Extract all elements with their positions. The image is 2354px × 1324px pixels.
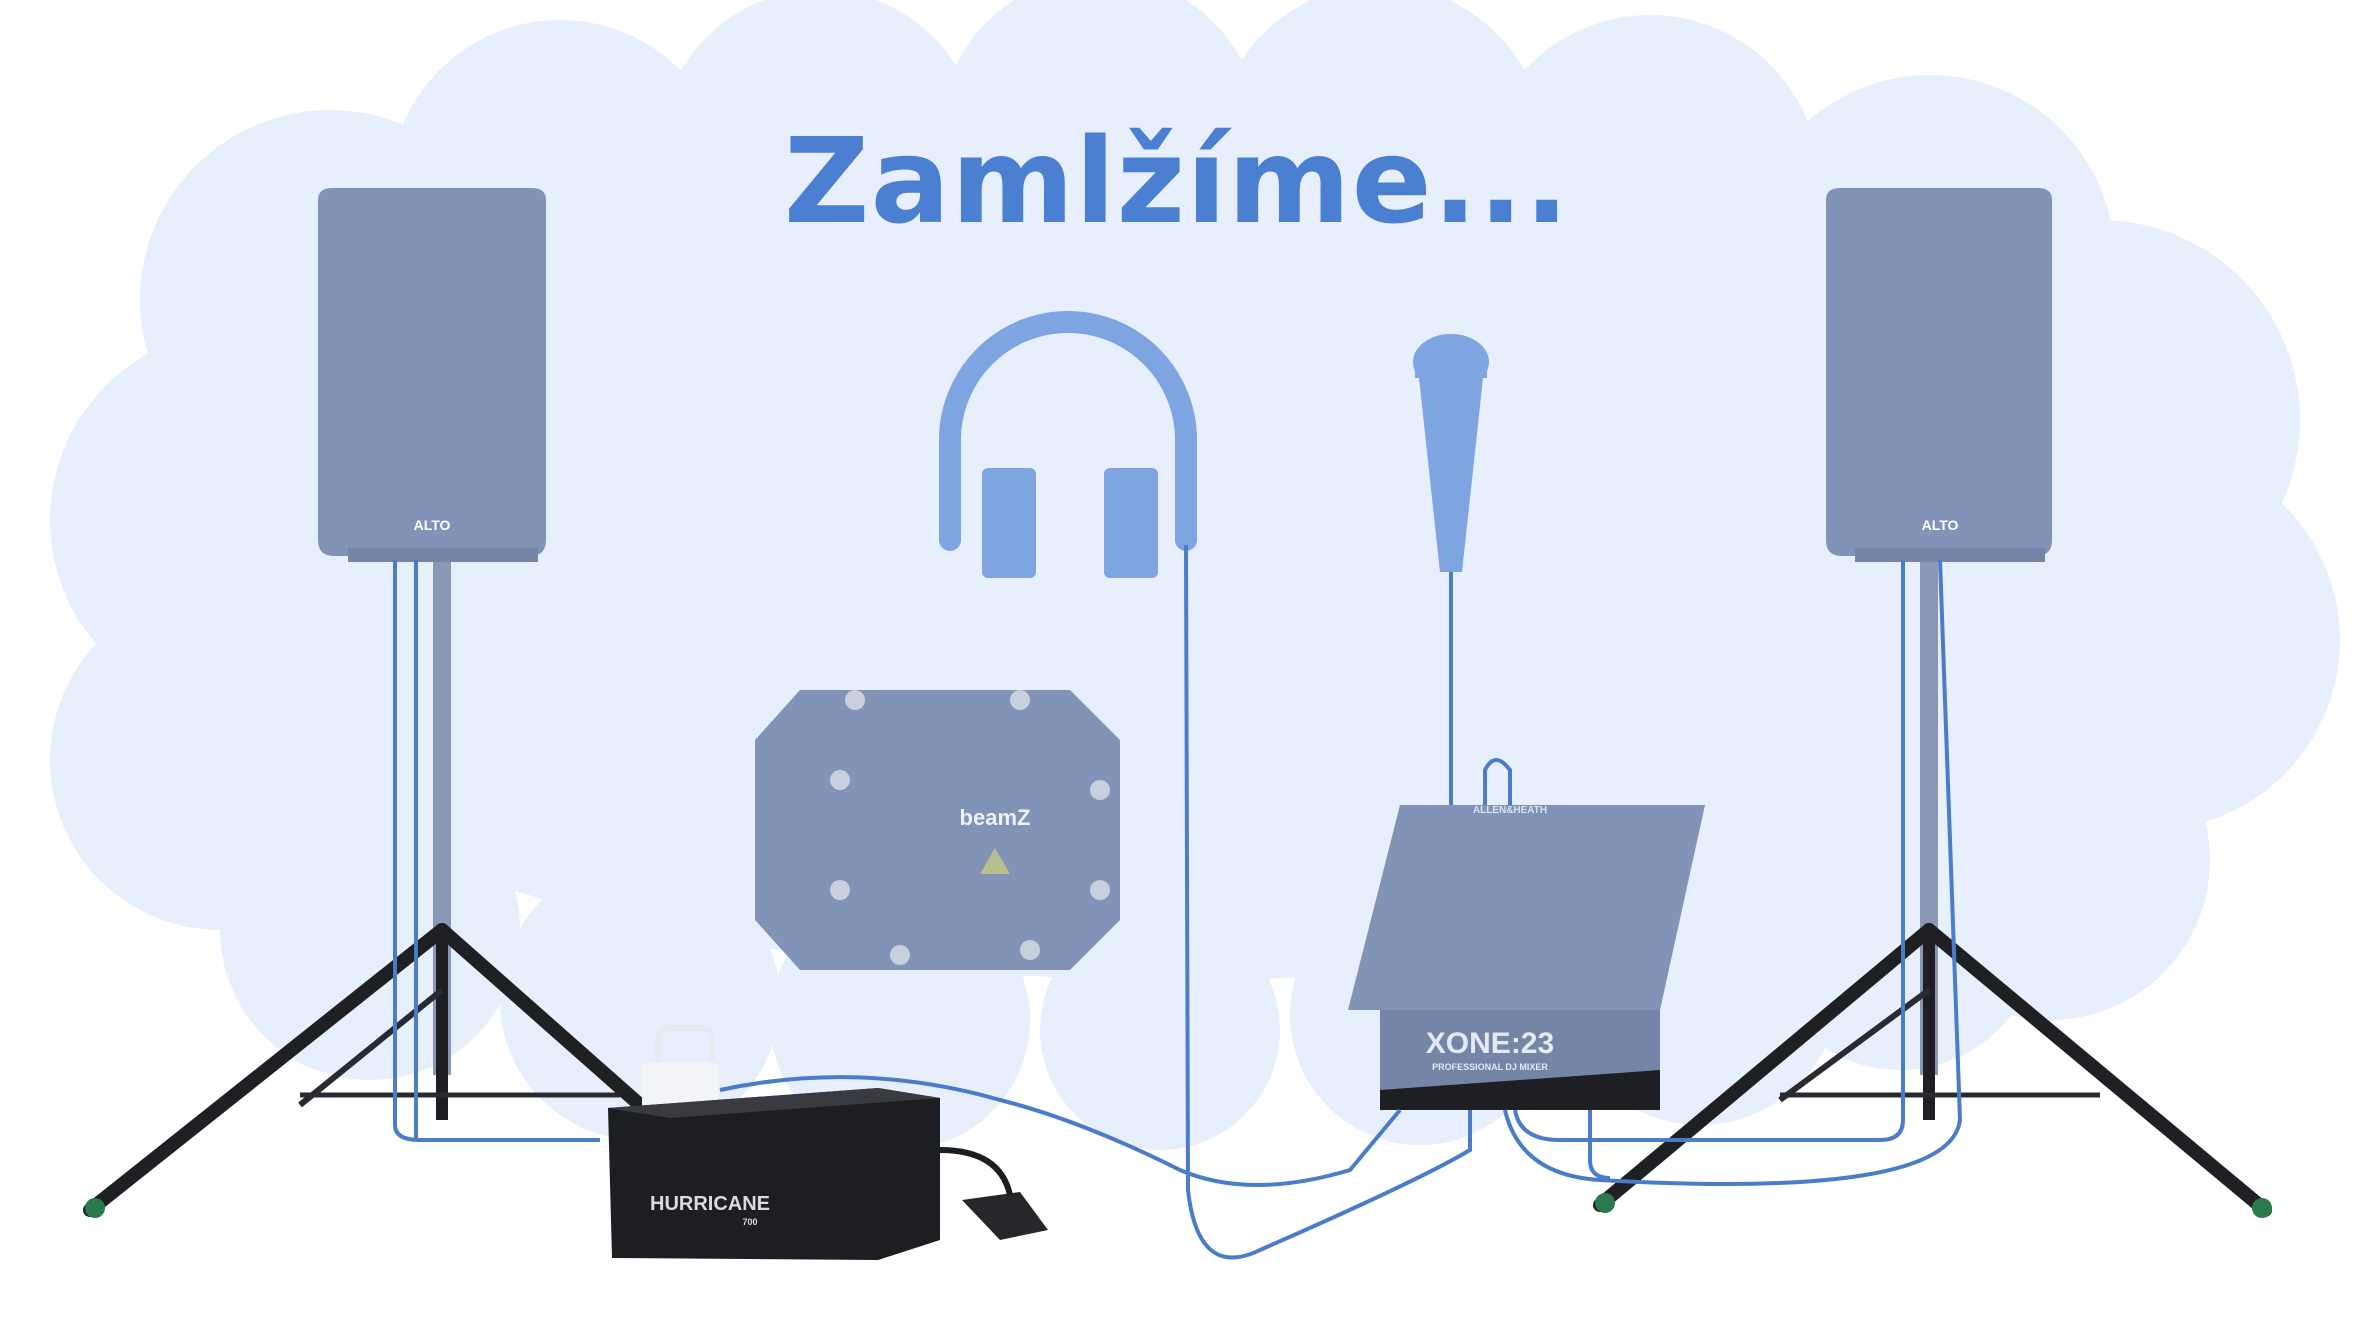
right-speaker: ALTO (1826, 188, 2052, 562)
audio-cables (393, 544, 1963, 1260)
fog-machine-model: 700 (742, 1217, 757, 1227)
left-speaker: ALTO (318, 188, 546, 562)
right-speaker-stand (1593, 555, 2272, 1218)
right-speaker-logo: ALTO (1922, 517, 1959, 533)
mixer-maker-label: ALLEN&HEATH (1473, 805, 1547, 816)
left-speaker-stand (83, 555, 647, 1218)
fog-machine-logo: HURRICANE (650, 1193, 770, 1215)
page-title: Zamlžíme... (783, 112, 1571, 250)
mixer-subtitle-label: PROFESSIONAL DJ MIXER (1432, 1062, 1548, 1072)
mixer-model-label: XONE:23 (1426, 1027, 1554, 1060)
fog-machine: HURRICANE 700 (608, 1025, 1048, 1260)
left-speaker-logo: ALTO (414, 517, 451, 533)
dj-mixer: ALLEN&HEATH XONE:23 PROFESSIONAL DJ MIXE… (1348, 758, 1705, 1110)
microphone-icon (1413, 334, 1489, 572)
headphones-icon (939, 311, 1197, 578)
laser-logo: beamZ (960, 805, 1031, 830)
laser-light: beamZ (755, 690, 1120, 970)
